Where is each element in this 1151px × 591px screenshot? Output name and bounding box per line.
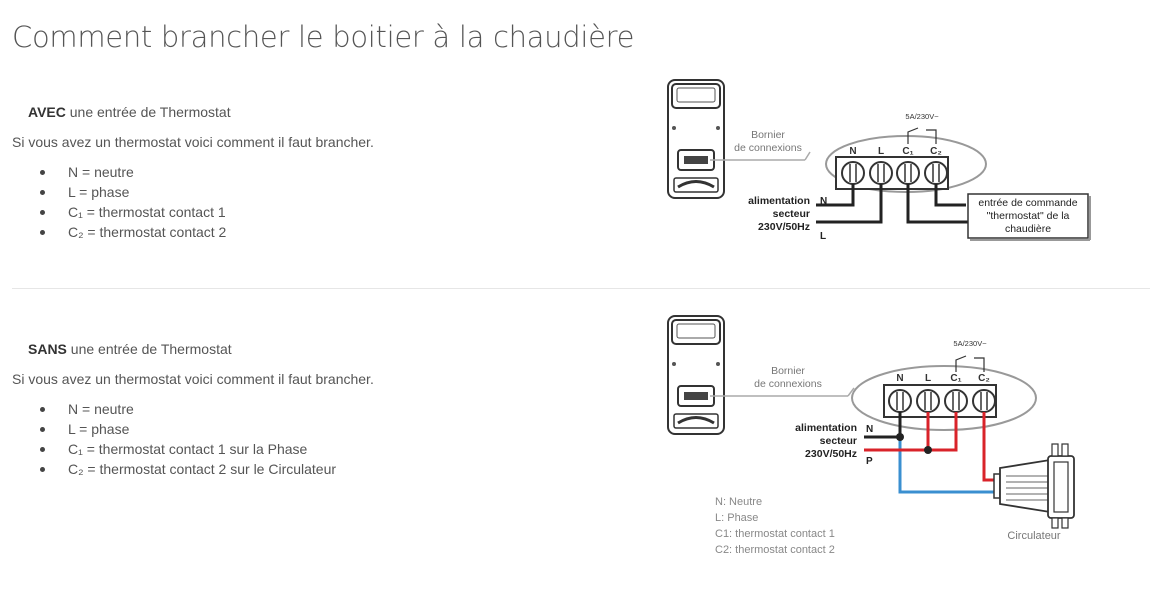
heading-sans-rest: une entrée de Thermostat (66, 341, 232, 357)
list-item: L = phase (40, 419, 336, 439)
terminal-c2: C₂ (972, 373, 996, 413)
supply-label-line1: alimentation (748, 195, 810, 207)
wiring-diagram-avec: Bornier de connexions 5A/230V~ N L C₁ C₂… (667, 79, 1091, 242)
heading-avec-bold: AVEC (28, 104, 66, 120)
section-heading-avec: AVEC une entrée de Thermostat (28, 104, 231, 120)
supply-label-line2: secteur (820, 435, 857, 447)
section-divider (12, 288, 1150, 289)
spec-list-avec: N = neutre L = phase C₁ = thermostat con… (40, 162, 226, 242)
legend-item: C1: thermostat contact 1 (715, 528, 835, 540)
boiler-label-line3: chaudière (1005, 223, 1051, 235)
list-item: N = neutre (40, 399, 336, 419)
bornier-label-line2: de connexions (754, 378, 822, 390)
intro-avec: Si vous avez un thermostat voici comment… (12, 134, 374, 150)
bornier-label-line1: Bornier (751, 129, 785, 141)
circulator-pump-icon (993, 443, 1075, 529)
list-item: C₁ = thermostat contact 1 sur la Phase (40, 439, 336, 459)
boiler-input-box (967, 193, 1089, 239)
spec-list-sans: N = neutre L = phase C₁ = thermostat con… (40, 399, 336, 479)
heading-avec-rest: une entrée de Thermostat (65, 104, 231, 120)
section-heading-sans: SANS une entrée de Thermostat (28, 341, 232, 357)
wires-avec (816, 184, 980, 224)
terminal-l: L (869, 146, 893, 185)
boiler-label-line2: "thermostat" de la (987, 210, 1070, 222)
legend-item: C2: thermostat contact 2 (715, 544, 835, 556)
terminal-l: L (916, 373, 940, 413)
wiring-diagram-sans: Bornier de connexions 5A/230V~ N L C₁ C₂… (667, 315, 1075, 556)
bornier-label-line1: Bornier (771, 365, 805, 377)
wire-label-n: N (820, 196, 827, 207)
terminal-label: N (849, 146, 856, 157)
terminal-label: C₁ (950, 373, 961, 384)
circulator-label: Circulateur (1007, 530, 1061, 542)
relay-rating: 5A/230V~ (953, 339, 987, 348)
page-title: Comment brancher le boitier à la chaudiè… (12, 20, 635, 54)
list-item: C₂ = thermostat contact 2 sur le Circula… (40, 459, 336, 479)
relay-rating: 5A/230V~ (905, 112, 939, 121)
thermostat-device-icon (667, 315, 725, 435)
wire-label-n: N (866, 424, 873, 435)
terminal-label: C₂ (930, 146, 942, 157)
intro-sans: Si vous avez un thermostat voici comment… (12, 371, 374, 387)
boiler-label-line1: entrée de commande (978, 197, 1077, 209)
supply-label-line2: secteur (773, 208, 810, 220)
heading-sans-bold: SANS (28, 341, 67, 357)
list-item: N = neutre (40, 162, 226, 182)
wire-label-l: L (820, 231, 826, 242)
list-item: C₂ = thermostat contact 2 (40, 222, 226, 242)
legend-item: L: Phase (715, 512, 758, 524)
wire-label-p: P (866, 456, 873, 467)
terminal-label: C₂ (978, 373, 990, 384)
list-item: C₁ = thermostat contact 1 (40, 202, 226, 222)
terminal-label: L (878, 146, 884, 157)
terminal-label: L (925, 373, 931, 384)
thermostat-device-icon (667, 79, 725, 199)
terminal-label: C₁ (902, 146, 913, 157)
supply-label-line3: 230V/50Hz (805, 448, 857, 460)
terminal-label: N (896, 373, 903, 384)
bornier-label-line2: de connexions (734, 142, 802, 154)
list-item: L = phase (40, 182, 226, 202)
legend-item: N: Neutre (715, 496, 762, 508)
supply-label-line1: alimentation (795, 422, 857, 434)
supply-label-line3: 230V/50Hz (758, 221, 810, 233)
